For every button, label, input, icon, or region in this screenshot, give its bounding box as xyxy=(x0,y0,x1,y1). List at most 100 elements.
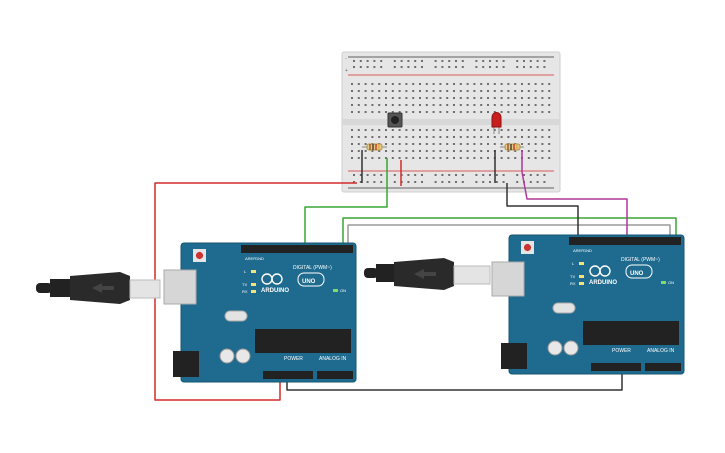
breadboard-hole xyxy=(493,143,496,145)
breadboard-hole xyxy=(446,83,449,85)
breadboard-hole xyxy=(466,143,469,145)
breadboard-hole xyxy=(473,104,476,106)
wire-green-button[interactable] xyxy=(304,158,388,248)
breadboard-hole xyxy=(380,174,383,176)
breadboard-hole xyxy=(351,104,353,106)
breadboard-hole xyxy=(351,150,353,152)
breadboard-hole xyxy=(473,150,476,152)
breadboard-hole xyxy=(400,60,403,62)
wire-black-gnd-2[interactable] xyxy=(506,183,579,238)
breadboard-hole xyxy=(446,143,449,145)
resistor-right[interactable] xyxy=(500,143,524,151)
breadboard-hole xyxy=(500,143,503,145)
breadboard-hole xyxy=(448,66,451,68)
breadboard-hole xyxy=(425,111,428,113)
breadboard-hole xyxy=(487,136,489,138)
breadboard-hole xyxy=(373,174,376,176)
resistor-left[interactable] xyxy=(362,143,387,151)
breadboard-hole xyxy=(448,181,451,183)
breadboard-hole xyxy=(466,157,469,159)
breadboard-hole xyxy=(487,129,489,131)
breadboard-hole xyxy=(473,143,476,145)
breadboard-hole xyxy=(480,111,483,113)
breadboard-hole xyxy=(439,143,442,145)
breadboard-hole xyxy=(514,157,517,159)
breadboard-hole xyxy=(480,157,483,159)
breadboard-hole xyxy=(398,136,401,138)
breadboard-hole xyxy=(419,157,421,159)
breadboard-hole xyxy=(425,129,428,131)
breadboard-hole xyxy=(439,90,442,92)
breadboard-hole xyxy=(432,150,435,152)
breadboard-hole xyxy=(461,174,464,176)
wire-magenta-led[interactable] xyxy=(521,150,628,238)
breadboard-hole xyxy=(425,97,428,99)
l-label: L xyxy=(572,261,575,266)
arduino-uno-1[interactable]: DIGITAL (PWM~) AREF GND ARDUINO UNO L TX… xyxy=(163,242,357,383)
arduino-uno-2[interactable]: DIGITAL (PWM~) AREF GND ARDUINO UNO L TX… xyxy=(491,234,685,375)
breadboard-hole xyxy=(385,97,387,99)
breadboard-hole xyxy=(459,104,462,106)
breadboard-hole xyxy=(378,83,381,85)
wire-green-serial-1[interactable] xyxy=(342,217,677,248)
breadboard-hole xyxy=(412,83,415,85)
microcontroller-chip xyxy=(583,321,679,345)
breadboard-hole xyxy=(489,66,491,68)
breadboard-hole xyxy=(378,157,381,159)
breadboard-hole xyxy=(378,97,381,99)
usb-cable-2[interactable] xyxy=(364,258,491,290)
breadboard-hole xyxy=(425,143,428,145)
breadboard-hole xyxy=(536,66,539,68)
breadboard-hole xyxy=(412,157,415,159)
breadboard-hole xyxy=(412,150,415,152)
breadboard-hole xyxy=(359,174,362,176)
breadboard-hole xyxy=(516,66,519,68)
breadboard-hole xyxy=(534,111,537,113)
breadboard-hole xyxy=(507,111,510,113)
pushbutton[interactable] xyxy=(387,112,403,128)
breadboard[interactable]: - + xyxy=(341,51,561,193)
breadboard-hole xyxy=(536,60,539,62)
breadboard-hole xyxy=(480,150,483,152)
breadboard-hole xyxy=(359,66,362,68)
center-channel xyxy=(342,119,560,125)
crystal xyxy=(552,302,576,314)
breadboard-hole xyxy=(366,181,369,183)
breadboard-hole xyxy=(495,66,498,68)
capacitor-2 xyxy=(563,340,579,356)
breadboard-hole xyxy=(357,104,360,106)
wire-red-5v[interactable] xyxy=(154,182,357,401)
breadboard-hole xyxy=(398,129,401,131)
breadboard-hole xyxy=(527,150,530,152)
breadboard-hole xyxy=(398,83,401,85)
breadboard-hole xyxy=(419,83,421,85)
breadboard-hole xyxy=(434,181,437,183)
breadboard-hole xyxy=(480,83,483,85)
usb-cable-1[interactable] xyxy=(36,272,161,304)
breadboard-hole xyxy=(521,111,523,113)
breadboard-hole xyxy=(357,97,360,99)
led[interactable] xyxy=(491,112,502,135)
breadboard-hole xyxy=(385,129,387,131)
breadboard-hole xyxy=(446,90,449,92)
breadboard-hole xyxy=(521,129,523,131)
breadboard-hole xyxy=(398,143,401,145)
breadboard-hole xyxy=(448,174,451,176)
wire-grey-serial-2[interactable] xyxy=(347,224,671,248)
breadboard-hole xyxy=(419,104,421,106)
breadboard-hole xyxy=(487,97,489,99)
breadboard-hole xyxy=(453,111,455,113)
breadboard-hole xyxy=(480,90,483,92)
breadboard-hole xyxy=(534,150,537,152)
breadboard-hole xyxy=(487,111,489,113)
breadboard-hole xyxy=(482,174,485,176)
breadboard-hole xyxy=(502,66,505,68)
breadboard-hole xyxy=(514,129,517,131)
breadboard-hole xyxy=(432,129,435,131)
breadboard-hole xyxy=(400,66,403,68)
breadboard-hole xyxy=(421,60,423,62)
breadboard-hole xyxy=(419,143,421,145)
breadboard-hole xyxy=(421,181,423,183)
breadboard-hole xyxy=(407,181,410,183)
breadboard-hole xyxy=(534,143,537,145)
